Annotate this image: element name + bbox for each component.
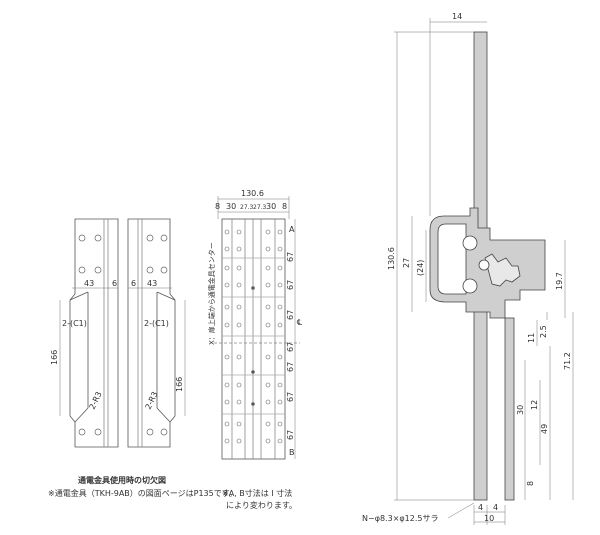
- centerline-mark: ℄: [297, 318, 303, 327]
- hinge-section-dims: [394, 18, 574, 525]
- dim-19-7: 19.7: [555, 272, 564, 290]
- left-panel-outline: [69, 218, 119, 448]
- dim-71-2: 71.2: [563, 352, 572, 370]
- hole-note: N−φ8.3×φ12.5サラ: [362, 514, 439, 523]
- svg-text:30: 30: [266, 202, 276, 211]
- hinge-front-drawing: [214, 218, 300, 460]
- ab-note-line2: により変わります。: [226, 501, 298, 510]
- cutout-title: 通電金具使用時の切欠図: [78, 476, 166, 485]
- dim-43-left: 43: [84, 279, 94, 288]
- svg-text:30: 30: [226, 202, 236, 211]
- dim-30: 30: [516, 405, 525, 415]
- pitch-dims: 67 67 67 67 67 67: [286, 252, 295, 440]
- cutout-dims: [59, 287, 186, 416]
- dim-6-left: 6: [112, 279, 117, 288]
- dim-8: 8: [526, 481, 535, 486]
- dim-4a: 4: [478, 503, 483, 512]
- dim-24: (24): [416, 260, 425, 276]
- cutout-drawing: [69, 218, 176, 448]
- label-b: B: [289, 448, 295, 457]
- dim-2-5: 2.5: [539, 325, 548, 338]
- svg-text:27.3: 27.3: [240, 204, 254, 211]
- dim-49: 49: [540, 424, 549, 434]
- cutout-note: ※通電金具（TKH-9AB）の図面ページはP135です。: [48, 489, 237, 498]
- cutout-holes: [78, 234, 168, 436]
- svg-text:67: 67: [286, 392, 295, 402]
- dim-14: 14: [452, 12, 462, 21]
- dim-4b: 4: [493, 503, 498, 512]
- svg-text:27.3: 27.3: [253, 204, 267, 211]
- chamfer-right-label: 2-(C1): [144, 319, 169, 328]
- svg-text:67: 67: [286, 280, 295, 290]
- radius-left-label: 2-R3: [88, 390, 104, 411]
- hinge-section-drawing: [429, 31, 546, 501]
- top-dims: 8 30 27.3 27.3 30 8: [215, 202, 287, 211]
- svg-text:8: 8: [282, 202, 287, 211]
- hinge-front-holes: [224, 229, 283, 444]
- hinge-front-dims: [217, 196, 296, 459]
- dim-130-6: 130.6: [387, 247, 396, 270]
- svg-text:67: 67: [286, 362, 295, 372]
- svg-text:67: 67: [286, 252, 295, 262]
- dim-12: 12: [530, 400, 539, 410]
- ab-note-line1: ※A, B寸法は I 寸法: [222, 489, 293, 498]
- side-label: X：扉上端から通電金具センター: [207, 242, 216, 345]
- svg-text:67: 67: [286, 310, 295, 320]
- dim-27: 27: [402, 258, 411, 268]
- dim-6-right: 6: [131, 279, 136, 288]
- svg-text:67: 67: [286, 430, 295, 440]
- dim-overall-width: 130.6: [241, 189, 264, 198]
- right-panel-outline: [127, 218, 176, 448]
- label-a: A: [289, 225, 295, 234]
- dim-10: 10: [484, 514, 494, 523]
- svg-text:8: 8: [215, 202, 220, 211]
- dim-166-left: 166: [50, 350, 59, 365]
- dim-43-right: 43: [147, 279, 157, 288]
- center-dim: 67: [286, 342, 295, 352]
- dim-166-right: 166: [175, 377, 184, 392]
- chamfer-left-label: 2-(C1): [62, 319, 87, 328]
- dim-11: 11: [527, 333, 536, 343]
